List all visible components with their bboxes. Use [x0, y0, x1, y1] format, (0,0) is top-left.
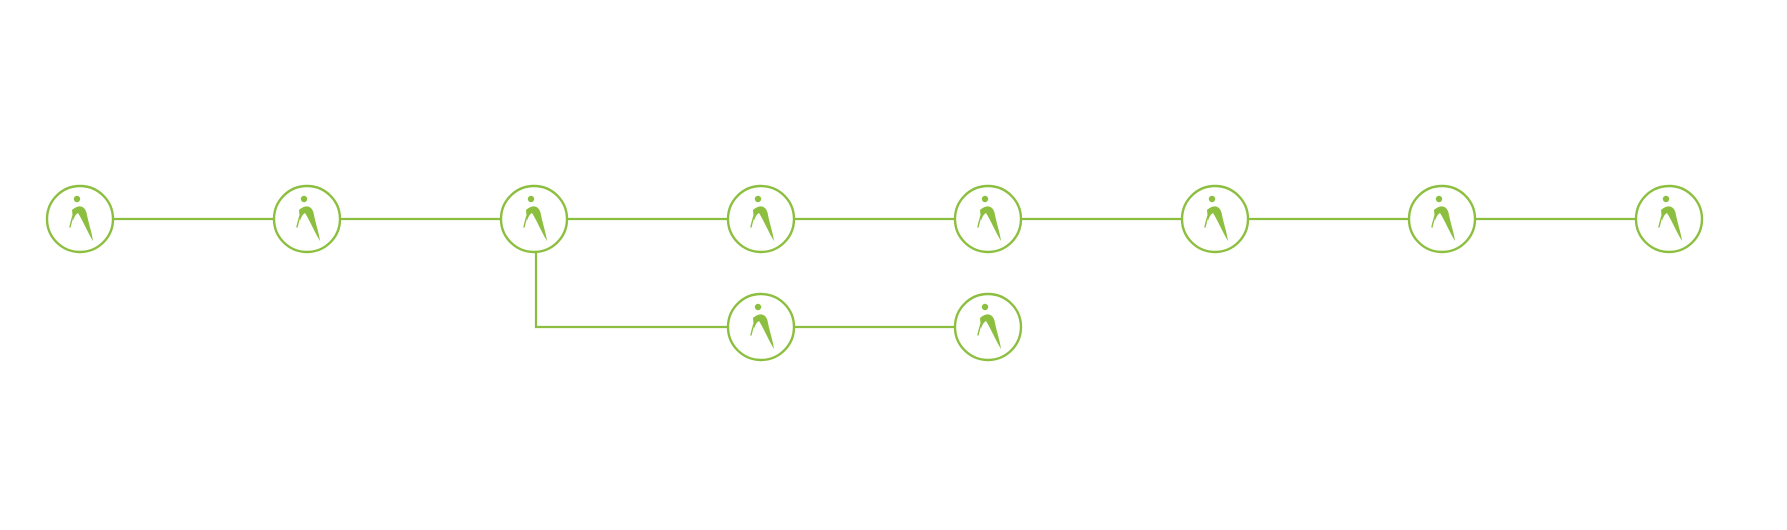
- node-circle: [953, 184, 1023, 254]
- node-circle: [45, 184, 115, 254]
- person-icon: [523, 195, 547, 241]
- person-icon: [977, 303, 1001, 349]
- node-circle: [726, 184, 796, 254]
- person-node[interactable]: [1634, 184, 1704, 254]
- edge-layer: [113, 217, 1636, 329]
- person-node[interactable]: [1180, 184, 1250, 254]
- person-icon: [1658, 195, 1682, 241]
- person-icon: [1204, 195, 1228, 241]
- person-node[interactable]: [953, 292, 1023, 362]
- person-node[interactable]: [272, 184, 342, 254]
- node-circle: [272, 184, 342, 254]
- connector-line: [534, 252, 728, 329]
- person-node[interactable]: [1407, 184, 1477, 254]
- node-circle: [1634, 184, 1704, 254]
- person-node[interactable]: [45, 184, 115, 254]
- person-icon: [69, 195, 93, 241]
- person-node[interactable]: [726, 292, 796, 362]
- person-node[interactable]: [499, 184, 569, 254]
- person-icon: [1431, 195, 1455, 241]
- node-circle: [1407, 184, 1477, 254]
- person-icon: [750, 303, 774, 349]
- person-icon: [750, 195, 774, 241]
- person-icon: [977, 195, 1001, 241]
- person-icon: [296, 195, 320, 241]
- node-circle: [726, 292, 796, 362]
- node-circle: [1180, 184, 1250, 254]
- node-circle: [499, 184, 569, 254]
- node-circle: [953, 292, 1023, 362]
- person-node[interactable]: [726, 184, 796, 254]
- node-layer: [45, 184, 1704, 362]
- person-node[interactable]: [953, 184, 1023, 254]
